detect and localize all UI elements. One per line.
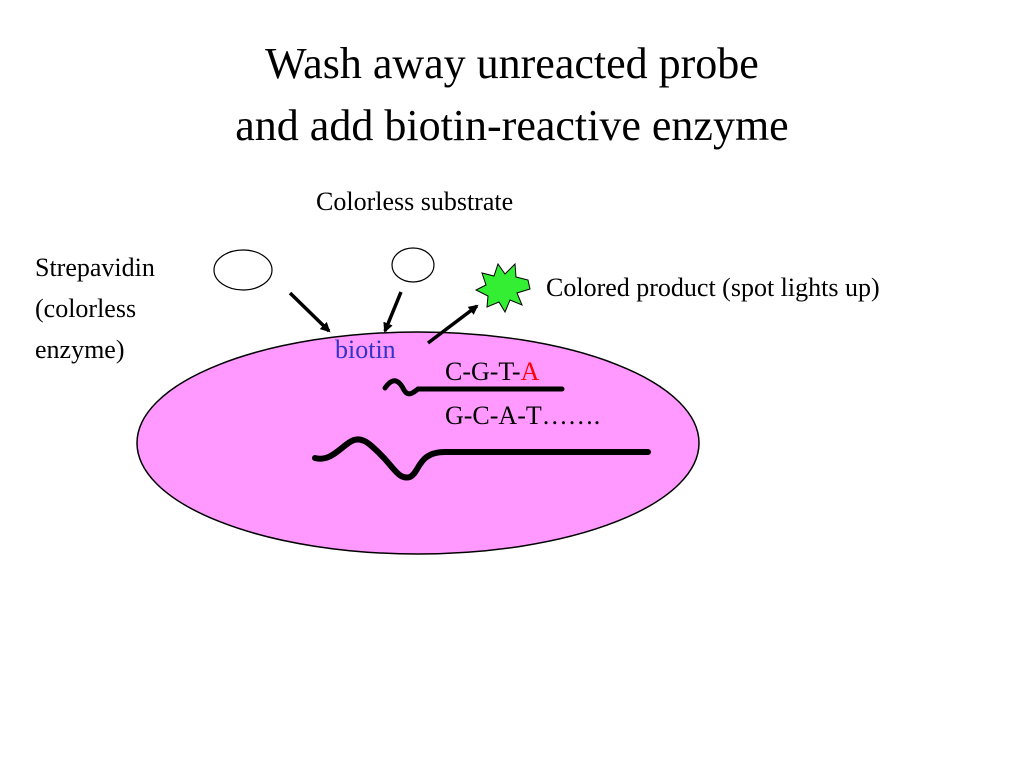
title-line-1: Wash away unreacted probe (265, 39, 759, 88)
strepavidin-label-line-3: enzyme) (35, 335, 125, 364)
substrate-circle (391, 247, 435, 283)
strepavidin-label-line-1: Strepavidin (35, 253, 155, 282)
strepavidin-label: Strepavidin (colorless enzyme) (35, 247, 155, 370)
arrow-enzyme-to-biotin (288, 291, 331, 333)
strepavidin-label-line-2: (colorless (35, 294, 137, 323)
probe-sequence-prefix: C-G-T- (445, 357, 521, 386)
probe-sequence: C-G-T-A (445, 356, 539, 389)
probe-strand (382, 378, 565, 397)
target-sequence: G-C-A-T……. (445, 401, 601, 430)
strepavidin-enzyme-oval (213, 249, 273, 291)
membrane-spot (136, 331, 700, 555)
probe-sequence-last-base: A (520, 357, 540, 386)
colored-product-label: Colored product (spot lights up) (546, 273, 880, 302)
arrow-substrate-to-biotin (383, 291, 403, 333)
colorless-substrate-label: Colorless substrate (316, 187, 514, 216)
biotin-label: biotin (335, 335, 396, 364)
colored-product-starburst (474, 262, 531, 314)
title-line-2: and add biotin-reactive enzyme (235, 101, 789, 150)
arrow-biotin-to-product (426, 304, 479, 345)
target-dna-strand (312, 436, 651, 481)
